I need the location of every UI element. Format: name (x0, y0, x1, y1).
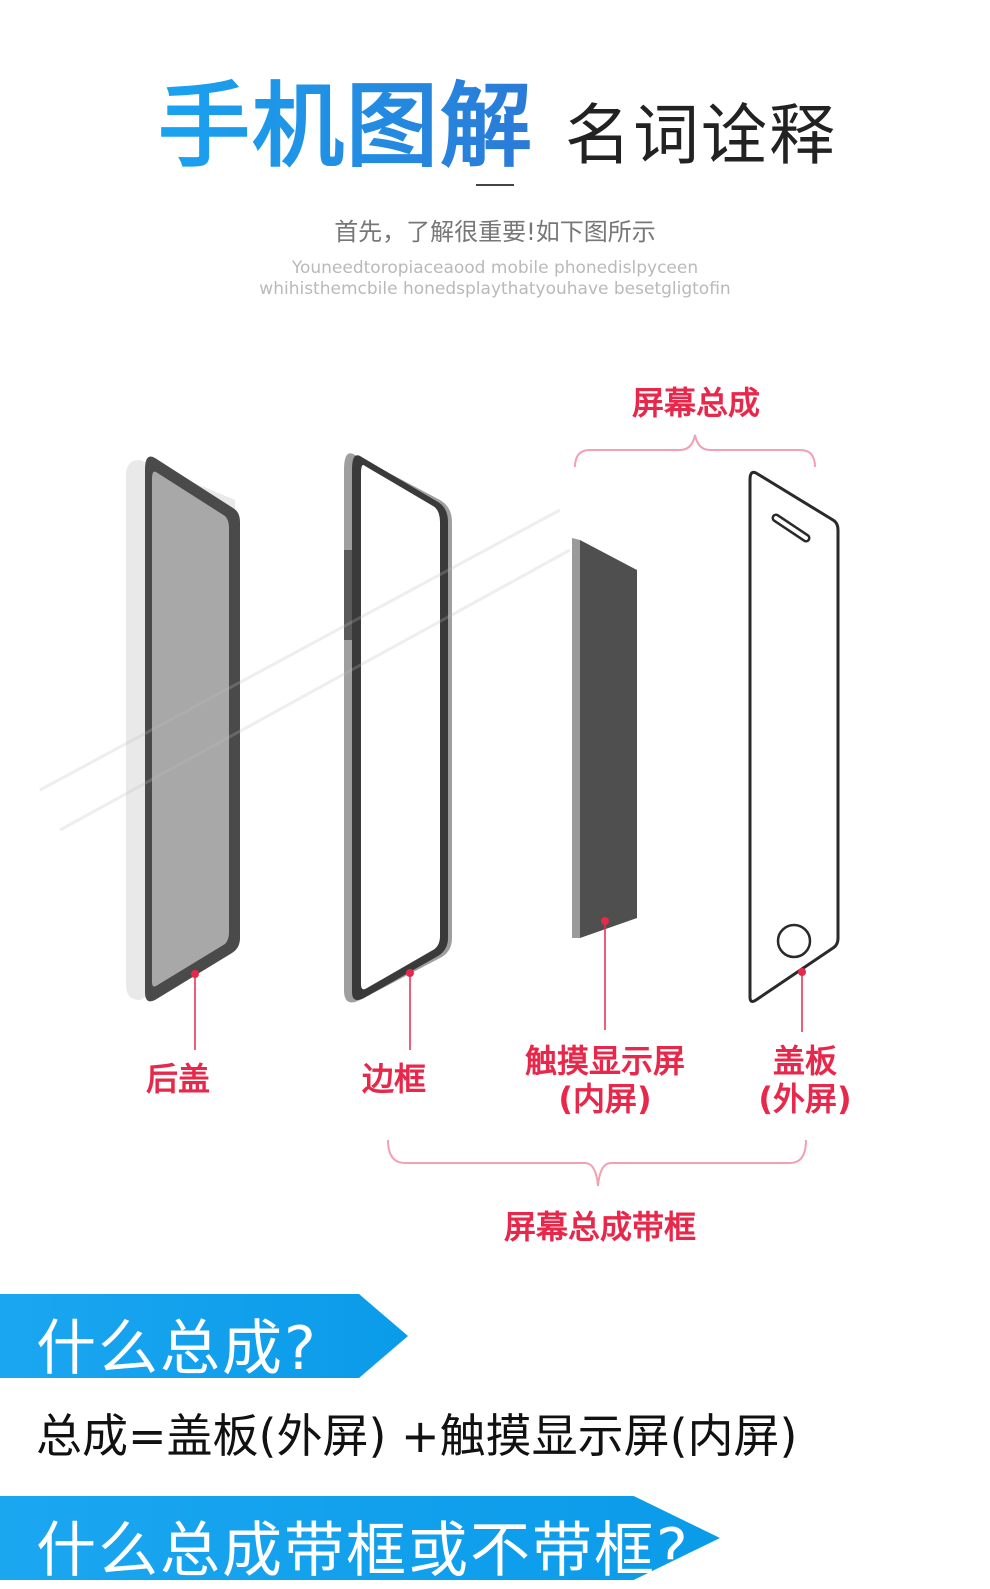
label-screen-assembly: 屏幕总成 (631, 384, 760, 422)
label-cover-glass-line-1: 盖板 (772, 1042, 837, 1080)
page-title-sub: 名词诠释 (565, 97, 837, 174)
frame-illustration (344, 453, 452, 1050)
cover-glass-illustration (748, 470, 840, 1032)
bottom-brace (387, 1139, 807, 1187)
watermark (39, 508, 571, 832)
top-brace (574, 434, 816, 468)
assembly-formula: 总成=盖板(外屏) +触摸显示屏(内屏) (36, 1409, 798, 1463)
phone-parts-diagram: 屏幕总成 后盖 边框 触摸显示屏 (内屏) 盖板 (外屏) 屏幕总成带框 (0, 360, 990, 1260)
english-caption-line-2: whihisthemcbile honedsplaythatyouhave be… (259, 279, 731, 299)
touch-display-illustration (572, 538, 637, 1030)
section-1-banner (0, 1294, 408, 1378)
label-screen-assembly-with-frame: 屏幕总成带框 (503, 1208, 696, 1246)
page-title: 手机图解 (158, 52, 534, 185)
label-touch-display-line-1: 触摸显示屏 (524, 1042, 685, 1080)
label-touch-display-line-2: (内屏) (558, 1080, 652, 1118)
title-divider (476, 184, 514, 186)
english-caption-line-1: Youneedtoropiaceaood mobile phonedislpyc… (291, 258, 699, 278)
back-cover-illustration (126, 456, 240, 1050)
label-cover-glass-line-2: (外屏) (758, 1080, 852, 1118)
label-back-cover: 后盖 (145, 1060, 210, 1098)
subtitle: 首先，了解很重要!如下图所示 (334, 218, 656, 246)
label-frame: 边框 (361, 1060, 426, 1098)
english-caption: Youneedtoropiaceaood mobile phonedislpyc… (0, 258, 990, 300)
section-2-heading: 什么总成带框或不带框? (36, 1516, 690, 1586)
label-touch-display: 触摸显示屏 (内屏) (505, 1042, 705, 1118)
section-1-heading: 什么总成? (36, 1314, 318, 1384)
label-cover-glass: 盖板 (外屏) (740, 1042, 870, 1118)
diagram-art (39, 434, 840, 1187)
